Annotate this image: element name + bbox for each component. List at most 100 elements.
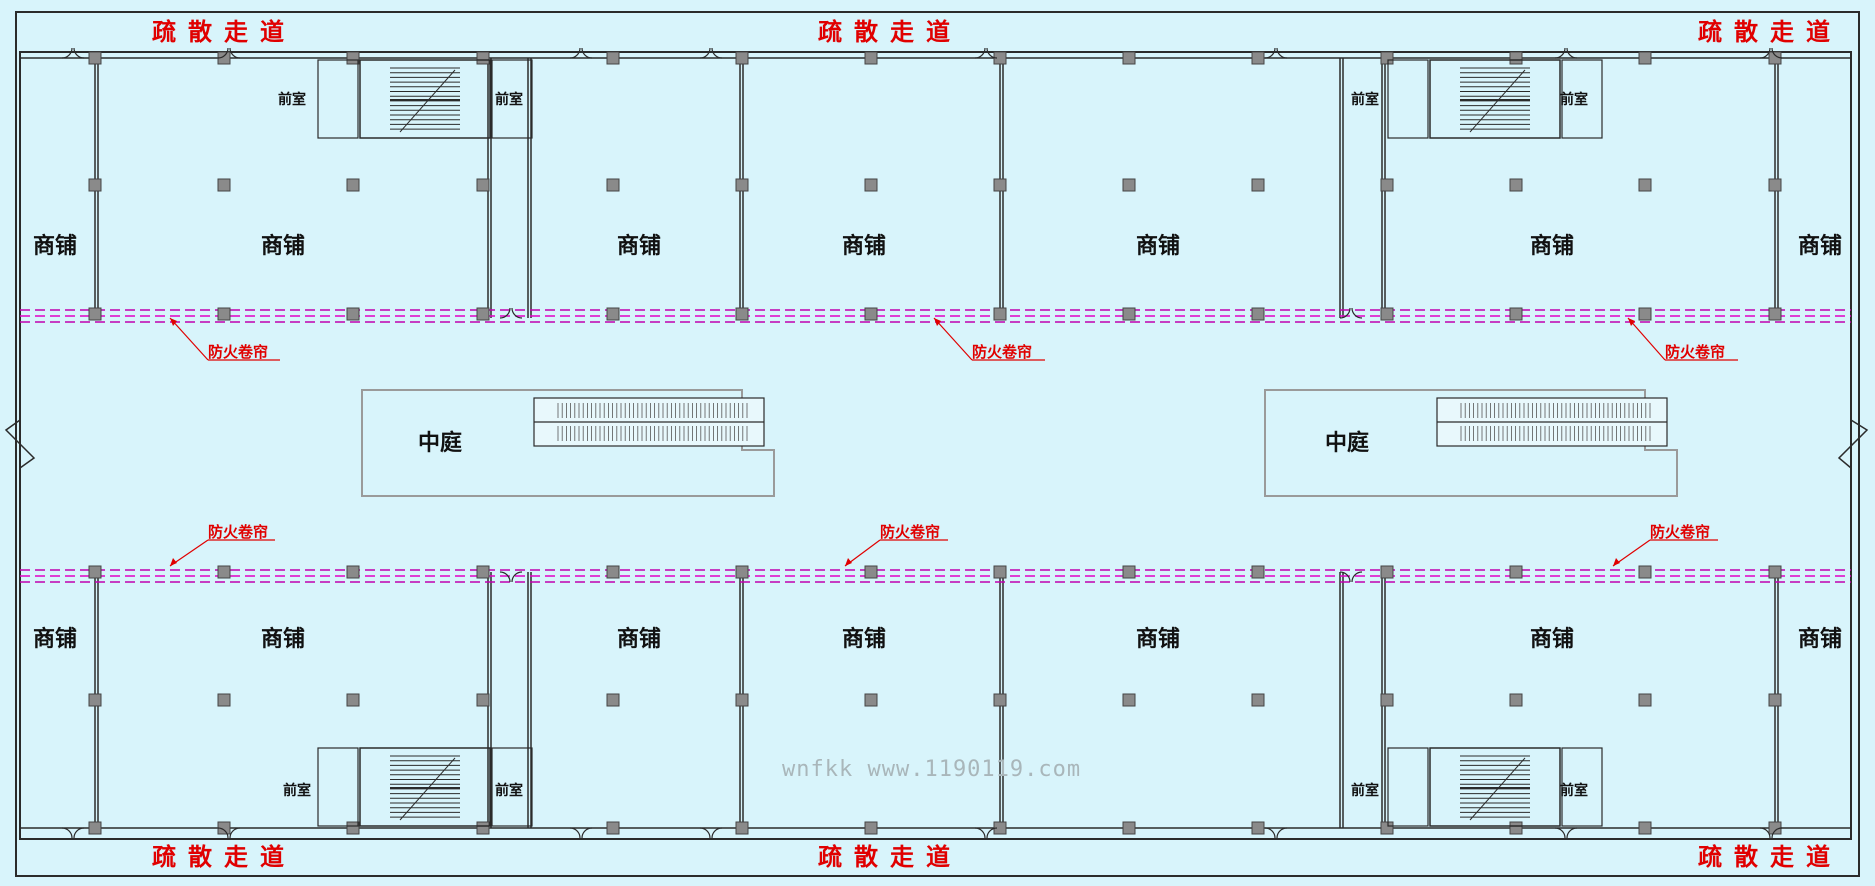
door-swing: [1771, 827, 1783, 839]
column: [1380, 307, 1394, 321]
stair-core: [359, 59, 491, 139]
column: [1122, 307, 1136, 321]
left-break-symbol: [4, 419, 36, 469]
door-swing: [699, 827, 711, 839]
door-swing: [73, 47, 85, 59]
column: [1380, 178, 1394, 192]
watermark: wnfkk www.1190119.com: [782, 757, 1081, 782]
column: [864, 178, 878, 192]
column: [993, 565, 1007, 579]
column: [346, 565, 360, 579]
vestibule-room: [1561, 59, 1603, 139]
stairwells: [317, 59, 1603, 827]
vestibule-room: [1561, 747, 1603, 827]
stair-core: [359, 747, 491, 827]
column: [1768, 307, 1782, 321]
evacuation-corridor-label: 疏散走道: [1698, 843, 1842, 871]
column: [1768, 565, 1782, 579]
leader-line: [169, 317, 209, 361]
walls: [20, 57, 1851, 829]
shop-label: 商铺: [1798, 233, 1842, 259]
door-swing: [511, 571, 523, 583]
evacuation-corridor-label: 疏散走道: [152, 18, 296, 46]
column: [346, 178, 360, 192]
shop-label: 商铺: [842, 626, 886, 652]
column: [1509, 307, 1523, 321]
shop-label: 商铺: [1530, 233, 1574, 259]
shop-label: 商铺: [617, 233, 661, 259]
column: [1122, 178, 1136, 192]
stair-break-line: [399, 69, 456, 133]
door-swing: [499, 571, 511, 583]
column: [1122, 565, 1136, 579]
annotation-leaders: [169, 317, 1738, 567]
vestibule-room: [1387, 747, 1429, 827]
door-swing: [1566, 47, 1578, 59]
fire-shutter-note: 防火卷帘: [208, 343, 268, 361]
column: [88, 178, 102, 192]
stair-break-line: [399, 757, 456, 821]
leader-line: [933, 317, 973, 361]
fire-shutter-note: 防火卷帘: [880, 523, 940, 541]
column: [735, 51, 749, 65]
evacuation-corridor-label: 疏散走道: [818, 843, 962, 871]
column: [1768, 693, 1782, 707]
column: [476, 51, 490, 65]
shop-label: 商铺: [33, 626, 77, 652]
vestibule-label: 前室: [495, 782, 523, 799]
column: [1251, 307, 1265, 321]
column: [1768, 178, 1782, 192]
door-swing: [1759, 827, 1771, 839]
door-swing: [1351, 571, 1363, 583]
column: [1509, 565, 1523, 579]
door-swing: [1276, 827, 1288, 839]
leader-line: [169, 539, 209, 567]
leader-arrow: [170, 318, 177, 326]
column: [217, 693, 231, 707]
leader-arrow: [845, 558, 852, 566]
atrium-label: 中庭: [1325, 430, 1369, 456]
door-swing: [1554, 827, 1566, 839]
column: [346, 693, 360, 707]
vestibule-room: [317, 747, 359, 827]
column: [217, 565, 231, 579]
vestibule-room: [491, 747, 533, 827]
door-swing: [581, 47, 593, 59]
leader-line: [1612, 539, 1651, 567]
door-swing: [61, 827, 73, 839]
column: [1509, 821, 1523, 835]
door-swing: [1276, 47, 1288, 59]
stair-core: [1429, 59, 1561, 139]
door-swing: [1339, 571, 1351, 583]
shop-label: 商铺: [261, 626, 305, 652]
vestibule-label: 前室: [495, 91, 523, 108]
vestibule-room: [1387, 59, 1429, 139]
shop-label: 商铺: [842, 233, 886, 259]
stair-break-line: [1469, 69, 1526, 133]
column: [476, 821, 490, 835]
column: [735, 821, 749, 835]
structural-columns: [88, 51, 1782, 835]
fire-shutter-note: 防火卷帘: [1650, 523, 1710, 541]
column: [1509, 178, 1523, 192]
column: [88, 693, 102, 707]
column: [88, 821, 102, 835]
column: [1638, 565, 1652, 579]
vestibule-label: 前室: [1560, 91, 1588, 108]
door-swing: [569, 827, 581, 839]
leader-line: [1627, 317, 1666, 361]
door-swing: [986, 47, 998, 59]
column: [993, 178, 1007, 192]
outer-frame: [15, 11, 1860, 877]
door-swing: [217, 827, 229, 839]
fire-shutter-note: 防火卷帘: [972, 343, 1032, 361]
column: [606, 307, 620, 321]
vestibule-label: 前室: [1560, 782, 1588, 799]
column: [346, 51, 360, 65]
door-swing: [581, 827, 593, 839]
shop-label: 商铺: [1136, 626, 1180, 652]
vestibule-label: 前室: [1351, 782, 1379, 799]
column: [88, 565, 102, 579]
column: [606, 178, 620, 192]
